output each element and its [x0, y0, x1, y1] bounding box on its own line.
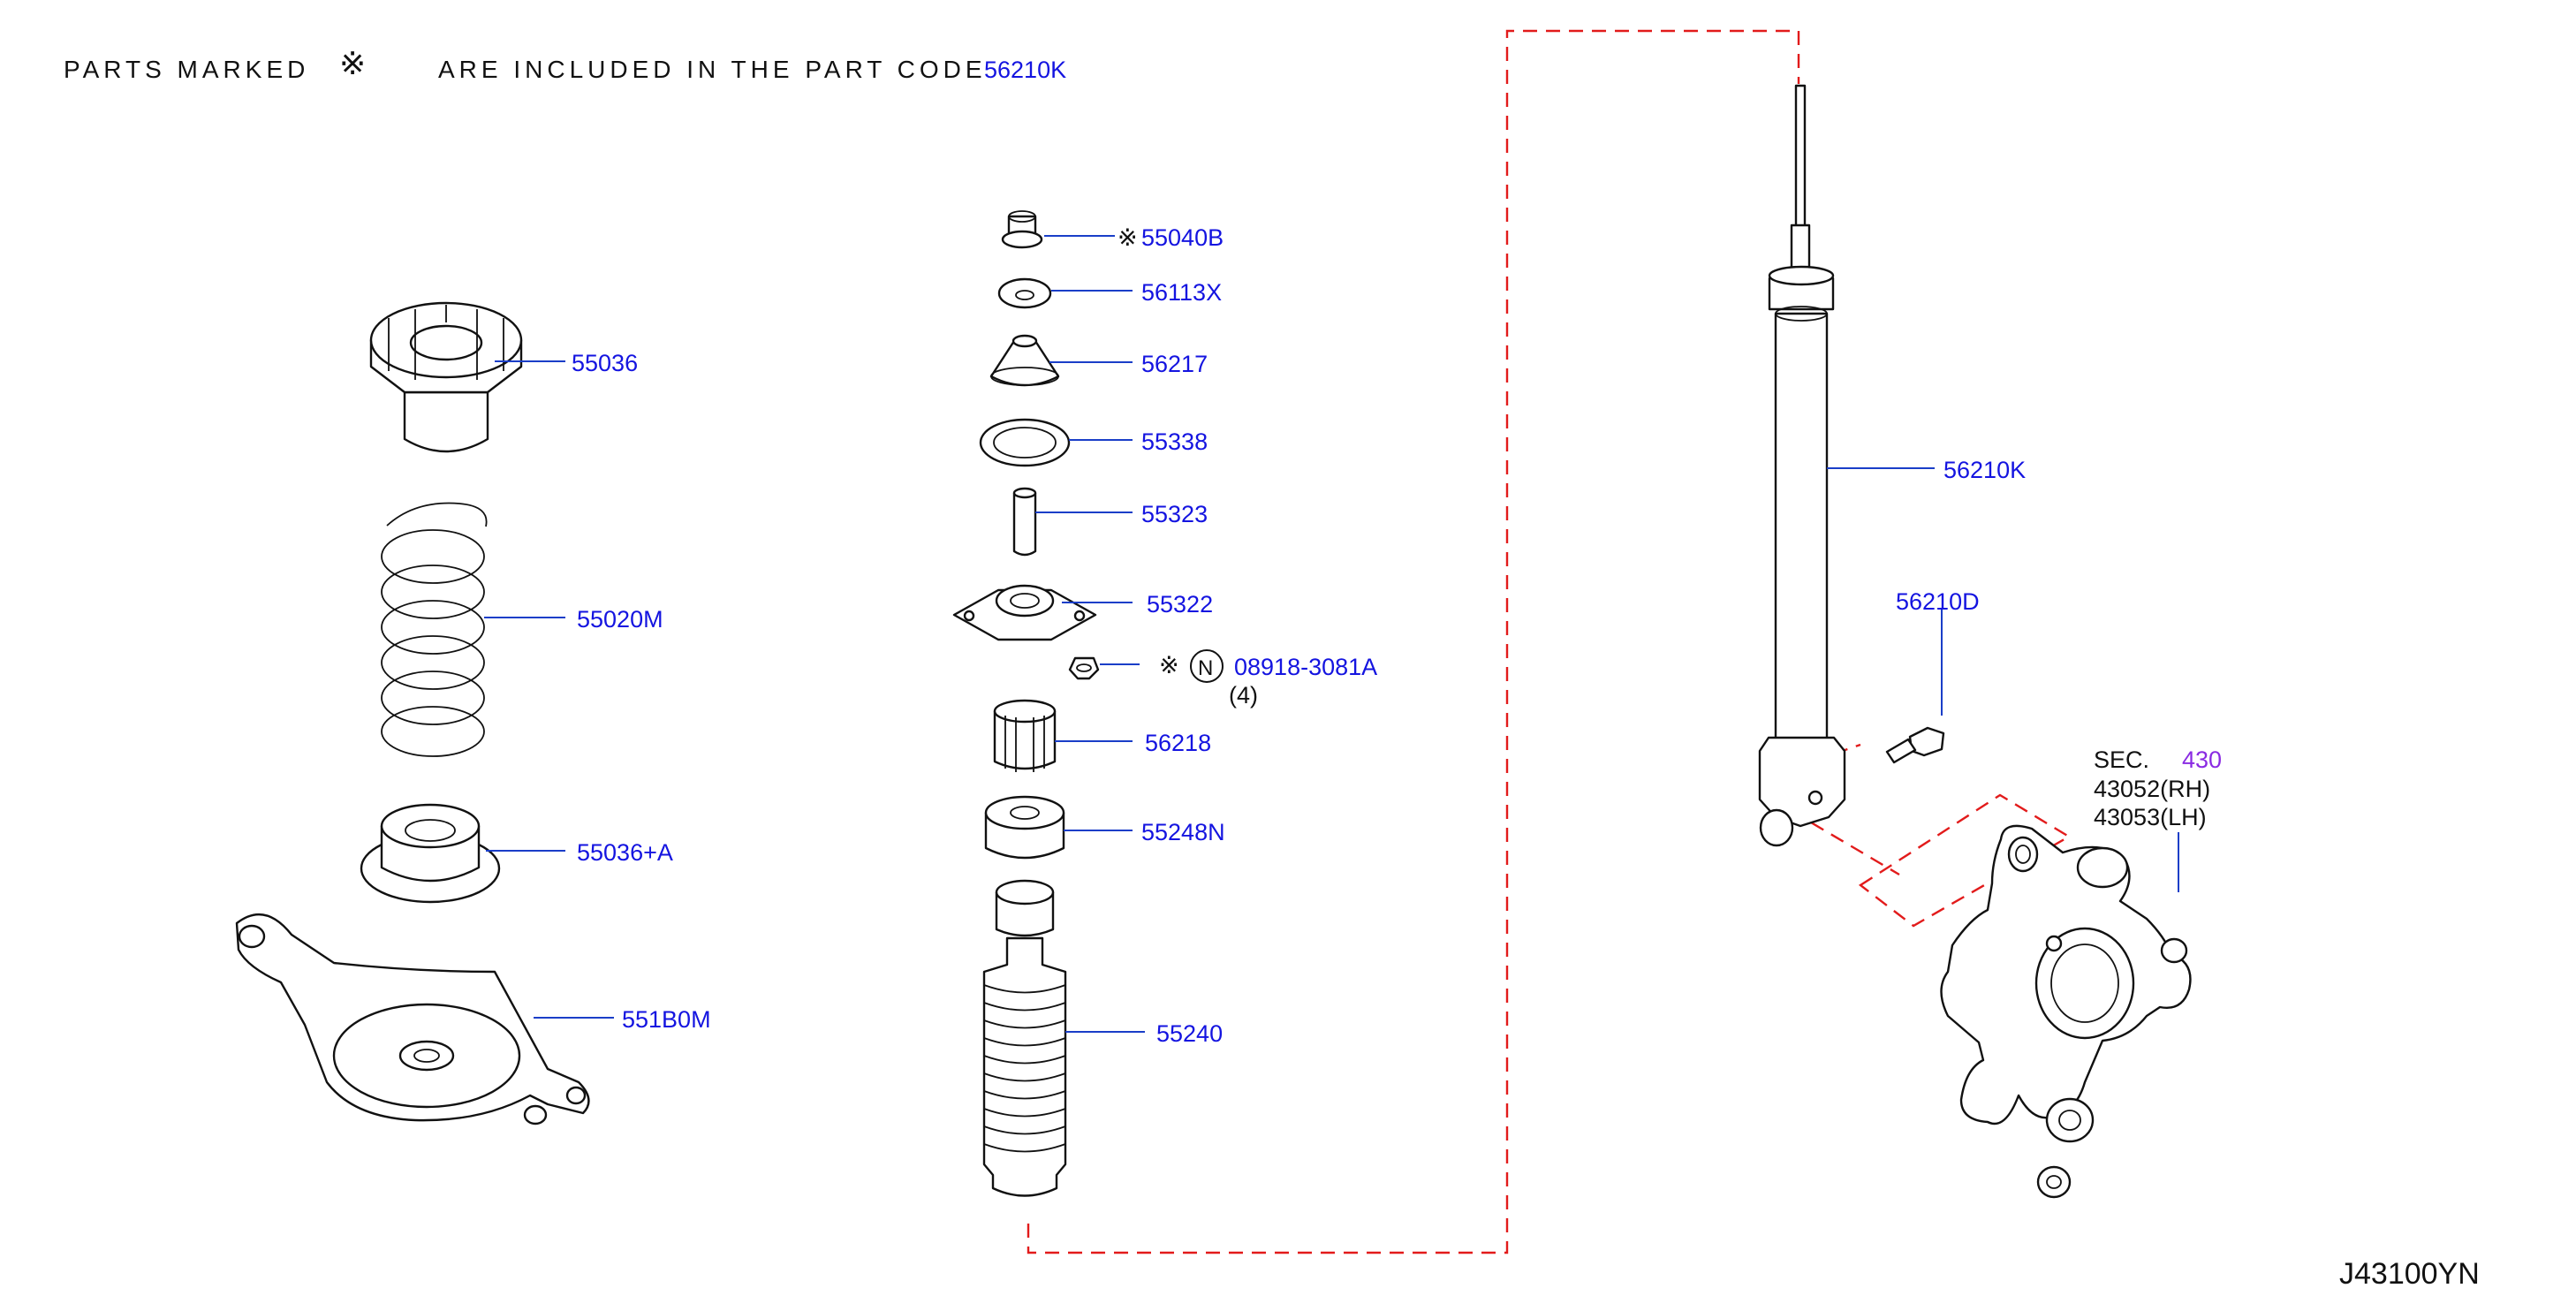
label-43053: 43053(LH) — [2094, 804, 2207, 830]
label-55338[interactable]: 55338 — [1141, 428, 1208, 455]
label-55323[interactable]: 55323 — [1141, 501, 1208, 527]
part-55322-mount[interactable] — [952, 584, 1097, 641]
qty-08918: (4) — [1229, 682, 1258, 709]
header-symbol: ※ — [339, 46, 366, 82]
label-55036A[interactable]: 55036+A — [577, 839, 673, 866]
part-56210K-shock-absorber[interactable] — [1758, 84, 1846, 847]
part-55323-spacer[interactable] — [1012, 487, 1037, 557]
label-56210D[interactable]: 56210D — [1896, 588, 1980, 615]
part-55020M-coil-spring[interactable] — [381, 502, 488, 757]
label-56210K[interactable]: 56210K — [1943, 457, 2026, 483]
part-56113X-washer[interactable] — [997, 277, 1052, 309]
part-56218-bushing[interactable] — [993, 699, 1057, 772]
label-56218[interactable]: 56218 — [1145, 730, 1211, 756]
label-55040B[interactable]: 55040B — [1141, 224, 1224, 251]
label-sec-430-link[interactable]: 430 — [2182, 746, 2222, 773]
label-55036[interactable]: 55036 — [572, 350, 638, 376]
mark-08918: ※ — [1159, 652, 1179, 678]
label-55240[interactable]: 55240 — [1156, 1020, 1223, 1047]
part-knuckle-sec-430[interactable] — [1940, 824, 2192, 1199]
part-55040B-nut[interactable] — [1001, 210, 1043, 249]
part-55248N-bumper[interactable] — [984, 795, 1065, 860]
label-sec: SEC. — [2094, 746, 2149, 773]
dashed-connector-lines — [1027, 29, 2072, 1254]
nut-mark-n: N — [1198, 656, 1213, 680]
label-551B0M[interactable]: 551B0M — [622, 1006, 711, 1033]
label-08918-3081A[interactable]: 08918-3081A — [1234, 654, 1377, 680]
part-551B0M-lower-arm[interactable] — [235, 913, 590, 1125]
label-43052: 43052(RH) — [2094, 776, 2210, 802]
diagram-reference-id: J43100YN — [2339, 1257, 2480, 1291]
label-55020M[interactable]: 55020M — [577, 606, 663, 633]
part-55240-dust-boot[interactable] — [982, 879, 1067, 1197]
header-text: PARTS MARKED — [64, 56, 309, 83]
part-08918-nut[interactable] — [1068, 656, 1100, 680]
label-55322[interactable]: 55322 — [1147, 591, 1213, 618]
part-55338-ring[interactable] — [979, 418, 1071, 467]
label-55248N[interactable]: 55248N — [1141, 819, 1225, 845]
header-text-2: ARE INCLUDED IN THE PART CODE — [438, 56, 987, 83]
part-56217-bushing[interactable] — [989, 334, 1060, 387]
part-55036-upper-seat[interactable] — [369, 301, 523, 453]
label-56217[interactable]: 56217 — [1141, 351, 1208, 377]
part-56210D-bolt[interactable] — [1885, 726, 1945, 764]
label-56113X[interactable]: 56113X — [1141, 279, 1222, 306]
n-circle-icon — [1190, 649, 1224, 683]
part-55036A-lower-seat[interactable] — [360, 803, 501, 904]
mark-55040B: ※ — [1118, 224, 1138, 251]
header-part-code-link[interactable]: 56210K — [984, 57, 1066, 83]
